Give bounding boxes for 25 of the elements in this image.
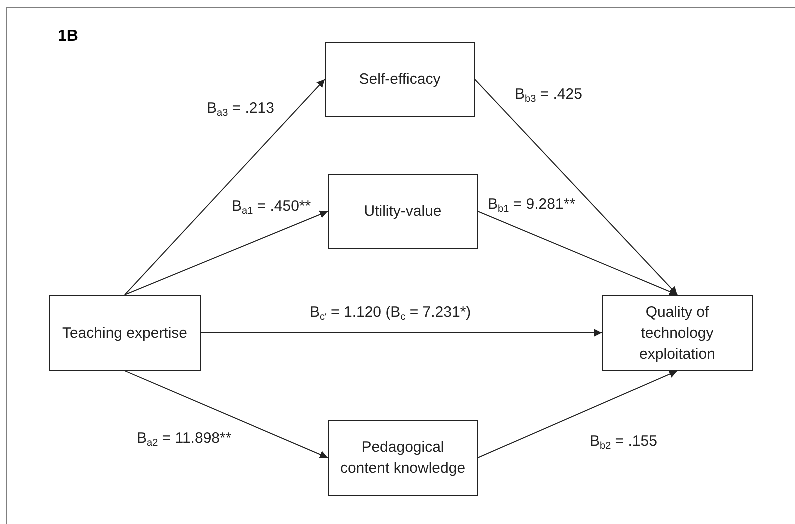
- arrow: [124, 210, 328, 296]
- variable-box: [602, 295, 753, 371]
- variable-box: [328, 174, 478, 249]
- arrow: [474, 79, 678, 296]
- coefficient-label: B$_{b3}$ = .425: [513, 86, 584, 103]
- variable-box: [49, 295, 201, 371]
- arrow: [124, 79, 326, 296]
- coefficient-label: B$_{a2}$ = 11.898**: [135, 430, 234, 447]
- coefficient-label: B$_{c′}$ = 1.120 (B$_{c}$ = 7.231*): [308, 304, 474, 321]
- coefficient-label: B$_{b1}$ = 9.281**: [486, 196, 578, 213]
- variable-box: [328, 420, 478, 496]
- arrow: [124, 370, 328, 459]
- coefficient-label: B$_{a1}$ = .450**: [230, 198, 314, 215]
- variable-name: Quality of technology exploitation: [638, 302, 716, 364]
- coefficient-label: B$_{a3}$ = .213: [205, 100, 276, 117]
- panel-title: 1B: [58, 28, 78, 46]
- variable-name: Teaching expertise: [62, 324, 188, 344]
- variable-name: Utility-value: [364, 202, 442, 222]
- variable-name: Self-efficacy: [359, 70, 441, 90]
- arrow: [478, 370, 678, 458]
- variable-box: [325, 42, 475, 117]
- arrow: [478, 211, 678, 296]
- variable-name: Pedagogical content knowledge: [339, 438, 467, 479]
- arrow: [200, 329, 602, 337]
- coefficient-label: B$_{b2}$ = .155: [588, 433, 660, 450]
